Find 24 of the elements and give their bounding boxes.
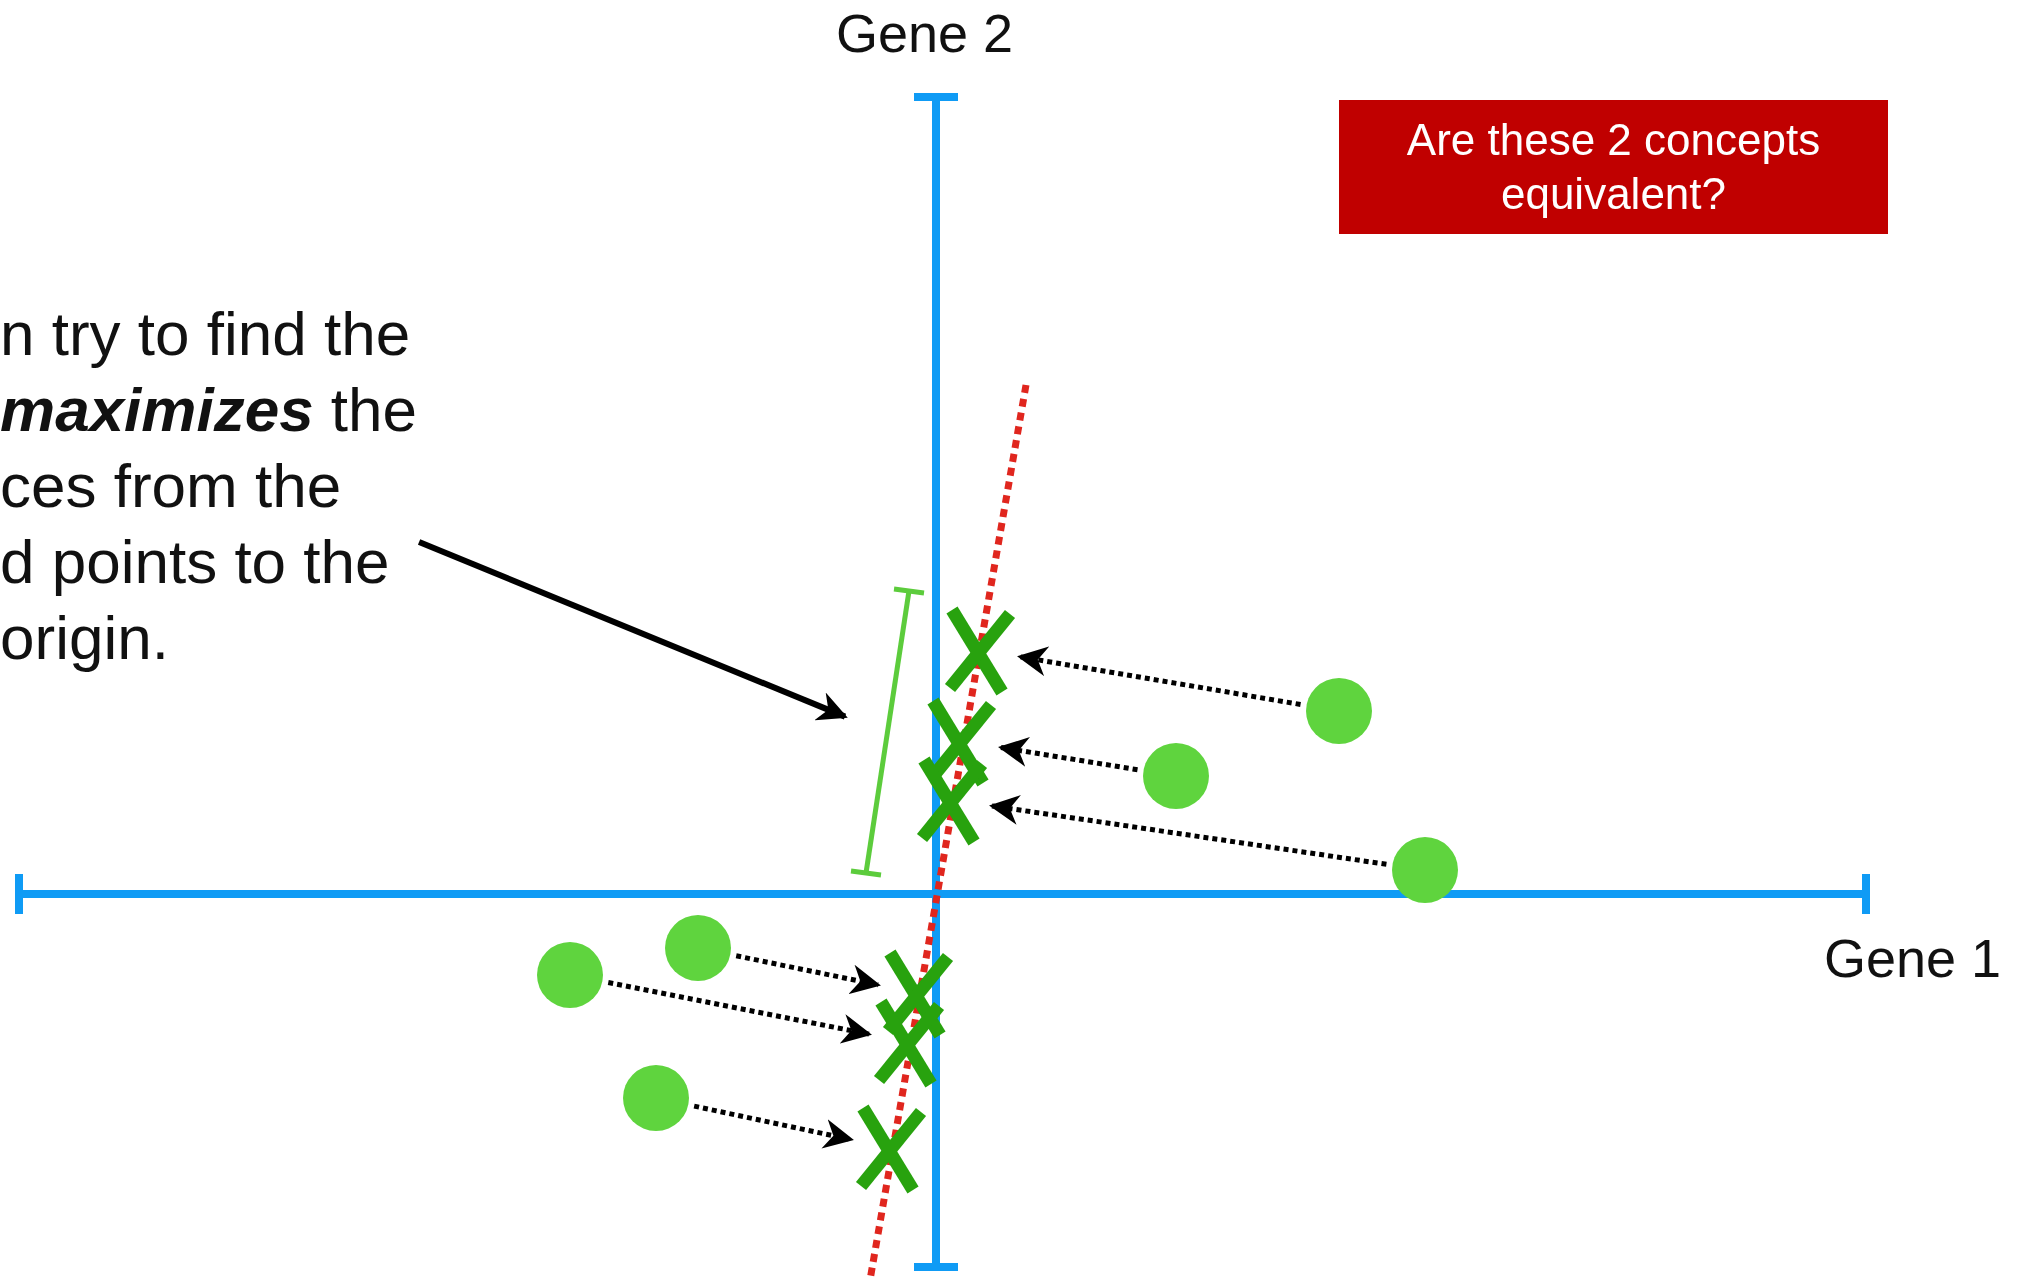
projected-point-cross bbox=[916, 754, 988, 846]
data-point bbox=[1306, 678, 1372, 744]
data-point bbox=[1143, 743, 1209, 809]
dotted-arrow bbox=[998, 737, 1138, 773]
projected-point-cross bbox=[873, 996, 945, 1088]
projected-point-cross bbox=[925, 695, 997, 787]
arrow bbox=[417, 539, 848, 721]
axis-label: Gene 2 bbox=[836, 2, 1014, 64]
explanation-text: n try to find the maximizes the ces from the d points to the origin. bbox=[0, 296, 418, 676]
dotted-arrow bbox=[693, 1103, 854, 1149]
data-point bbox=[1392, 837, 1458, 903]
data-point bbox=[665, 915, 731, 981]
projected-point-cross bbox=[882, 947, 954, 1039]
data-point bbox=[537, 942, 603, 1008]
dotted-arrow bbox=[735, 953, 881, 995]
data-point bbox=[623, 1065, 689, 1131]
dotted-arrow bbox=[607, 980, 872, 1044]
dotted-arrow bbox=[1017, 646, 1301, 707]
dotted-arrow bbox=[989, 795, 1387, 867]
axis-label: Gene 1 bbox=[1824, 927, 2002, 989]
variance-bracket bbox=[849, 586, 926, 878]
question-box: Are these 2 concepts equivalent? bbox=[1339, 100, 1888, 234]
projected-point-cross bbox=[944, 604, 1016, 696]
projected-point-cross bbox=[855, 1102, 927, 1194]
